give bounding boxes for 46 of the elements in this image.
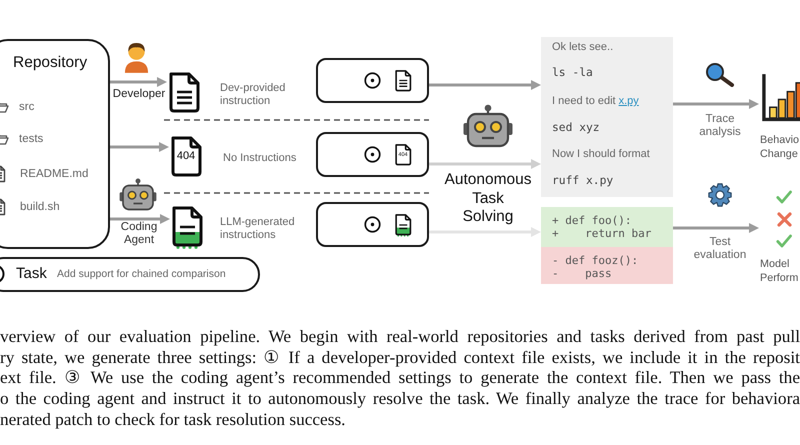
stage-label: Autonomous Task Solving (444, 171, 532, 226)
caption: verview of our evaluation pipeline. We begin with real-world repositories and tasks derived from past pull ry state, we generate three settings: ① If a developer-provided context file exists, we include it in the reposit ext file. ③ We use the coding agent’s recommended settings to generate the context file. Then we pass the o the coding agent and instruct it to autonomously resolve the task. We finally analyze the trace for behaviora nerated patch to check for task resolution success. (0, 327, 800, 431)
setting-label: Dev-provided instruction (220, 82, 286, 108)
task-bar (0, 257, 260, 292)
code-line: - pass (552, 266, 612, 280)
code-line: + return bar (552, 226, 652, 240)
trace-text: Now I should format (552, 147, 650, 161)
code-command: sed xyz (552, 121, 600, 135)
file-link: x.py (618, 94, 639, 108)
setting-label: No Instructions (223, 152, 296, 164)
removed-code-block (541, 247, 673, 284)
panel-title: Repository (13, 53, 88, 73)
file-name: build.sh (20, 200, 60, 214)
result-label: Behavio Change (760, 133, 800, 161)
repository-panel (0, 39, 110, 249)
setting-card (316, 58, 429, 103)
setting-label: LLM-generated instructions (220, 216, 296, 242)
error-code-text: 404 (176, 150, 196, 164)
task-description: Add support for chained comparison (57, 268, 226, 281)
arrow (429, 80, 541, 90)
folder-name: tests (19, 132, 44, 146)
trace-text: I need to edit (552, 94, 616, 108)
edge-label: Coding Agent (120, 221, 158, 247)
result-label: Model Perform (760, 257, 800, 285)
file-name: README.md (20, 167, 88, 181)
trace-panel (541, 37, 673, 197)
code-line: - def fooz(): (552, 254, 638, 266)
trace-text: Ok lets see.. (552, 40, 614, 54)
task-title: Task (16, 265, 47, 283)
arrow (673, 223, 759, 233)
edge-label: Developer (112, 88, 166, 101)
arrow (110, 142, 169, 152)
arrow (429, 227, 541, 237)
edge-label: Trace analysis (699, 113, 741, 139)
arrow (673, 99, 759, 109)
setting-card (316, 132, 429, 177)
folder-name: src (19, 100, 34, 114)
arrow (110, 77, 167, 87)
setting-card (316, 202, 429, 247)
arrow (429, 159, 541, 169)
edge-label: Test evaluation (694, 236, 746, 262)
code-command: ruff x.py (552, 174, 614, 188)
code-line: + def foo(): (552, 214, 632, 226)
arrow (110, 214, 170, 224)
added-code-block (541, 207, 673, 247)
code-command: ls -la (552, 66, 593, 80)
